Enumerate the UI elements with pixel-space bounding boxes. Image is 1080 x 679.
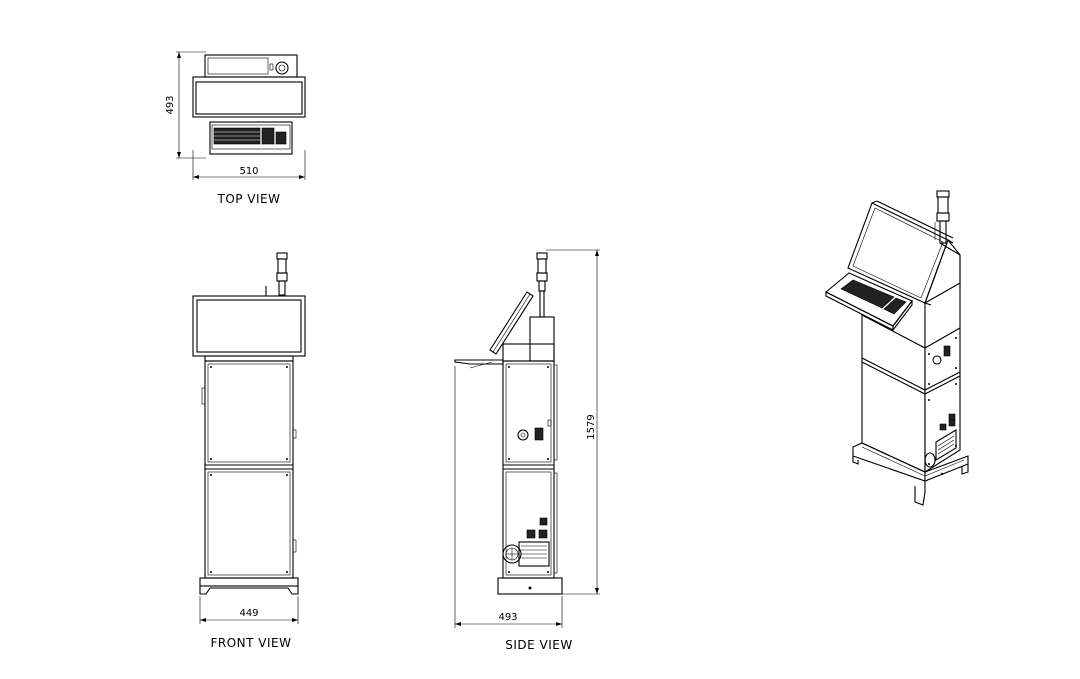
lower-connector-panel-icon xyxy=(502,517,550,567)
side-view: 1579 493 SIDE VIEW xyxy=(454,249,600,652)
lower-connector-panel-icon xyxy=(924,413,957,468)
front-dim-width: 449 xyxy=(239,608,258,619)
top-dim-depth: 493 xyxy=(165,95,176,114)
connector-panel-icon xyxy=(932,345,951,365)
side-dim-depth: 493 xyxy=(498,612,517,623)
signal-beacon-icon xyxy=(536,252,548,318)
front-view: 449 FRONT VIEW xyxy=(192,252,306,650)
keyboard-icon xyxy=(213,127,287,145)
isometric-view xyxy=(825,190,969,506)
signal-beacon-icon xyxy=(936,190,950,244)
top-view: 493 510 TOP VIEW xyxy=(165,51,306,206)
signal-beacon-icon xyxy=(276,252,288,296)
side-dim-height: 1579 xyxy=(586,414,597,439)
side-view-title: SIDE VIEW xyxy=(505,638,573,652)
keyboard-icon xyxy=(840,279,907,315)
front-view-title: FRONT VIEW xyxy=(210,636,291,650)
connector-panel-icon xyxy=(517,419,552,441)
top-dim-width: 510 xyxy=(239,166,258,177)
top-view-title: TOP VIEW xyxy=(216,192,280,206)
